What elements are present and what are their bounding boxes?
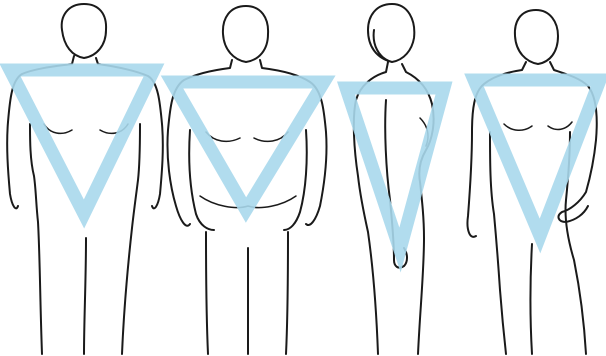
- figure-4-head: [515, 10, 558, 64]
- figure-2-triangle: [172, 82, 324, 210]
- figure-1-triangle: [10, 70, 154, 214]
- figure-3-triangle: [346, 88, 444, 250]
- figure-1-chest-lines: [44, 124, 128, 133]
- figure-3-head: [368, 4, 414, 62]
- figure-4: [467, 10, 600, 354]
- figure-2-head: [223, 6, 268, 62]
- figure-4-chest-lines: [504, 122, 572, 130]
- figure-3: [346, 4, 444, 354]
- figure-1-head: [62, 4, 106, 58]
- figure-2: [167, 6, 326, 354]
- figure-3-body: [354, 62, 434, 354]
- figure-1: [7, 4, 163, 354]
